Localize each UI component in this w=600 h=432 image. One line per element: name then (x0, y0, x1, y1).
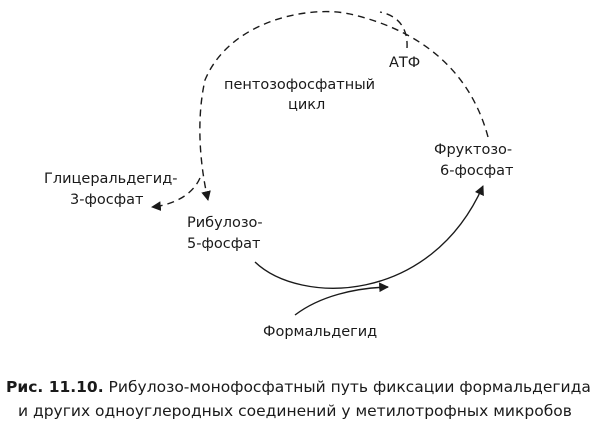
label-pentose-cycle-line2: цикл (288, 97, 325, 113)
arrow-to-glyceraldehyde (151, 177, 201, 211)
arc-pentose-cycle (199, 10, 489, 201)
arrow-formaldehyde-input (294, 282, 389, 316)
figure-caption-text: Рибулозо-монофосфатный путь фиксации фор… (104, 378, 591, 396)
label-fructose-line1: Фруктозо- (434, 142, 512, 158)
figure-caption-line2: и других одноуглеродных соединений у мет… (18, 402, 572, 420)
arc-ribulose-to-fructose (254, 185, 484, 289)
label-formaldehyde: Формальдегид (263, 324, 377, 340)
figure-number: Рис. 11.10. (6, 378, 104, 396)
label-atp: АТФ (389, 55, 420, 71)
arrow-atp-input (379, 11, 408, 49)
label-pentose-cycle-line1: пентозофосфатный (224, 77, 375, 93)
label-ribulose-line2: 5-фосфат (187, 236, 261, 252)
label-fructose-line2: 6-фосфат (440, 163, 514, 179)
label-glyceraldehyde-line2: 3-фосфат (70, 192, 144, 208)
label-glyceraldehyde-line1: Глицеральдегид- (44, 171, 177, 187)
figure-caption-line1: Рис. 11.10. Рибулозо-монофосфатный путь … (6, 378, 591, 396)
label-ribulose-line1: Рибулозо- (187, 215, 263, 231)
